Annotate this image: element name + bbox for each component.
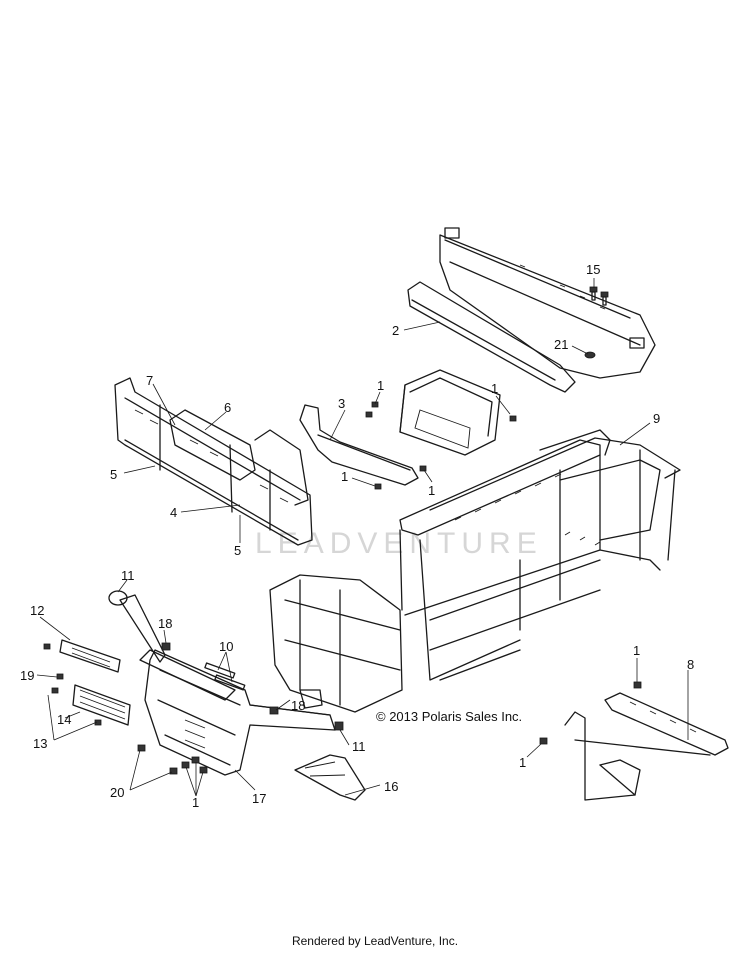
rear-side-frame-8: [564, 692, 729, 801]
main-chassis-frame: [269, 429, 681, 713]
footer-credit: Rendered by LeadVenture, Inc.: [291, 934, 459, 948]
callout-1d: 1: [428, 483, 435, 498]
callout-2: 2: [392, 323, 399, 338]
skid-plate-16: [294, 754, 366, 801]
callout-1f: 1: [633, 643, 640, 658]
seat-base-frame: [299, 369, 501, 486]
callout-20: 20: [110, 785, 124, 800]
fasteners-20-icon: [137, 744, 208, 775]
callout-1g: 1: [519, 755, 526, 770]
callout-6: 6: [224, 400, 231, 415]
left-side-frame: [114, 377, 313, 546]
callout-18b: 18: [291, 698, 305, 713]
callout-9: 9: [653, 411, 660, 426]
callout-3: 3: [338, 396, 345, 411]
callout-13: 13: [33, 736, 47, 751]
callout-1c: 1: [341, 469, 348, 484]
callout-7: 7: [146, 373, 153, 388]
callout-1b: 1: [491, 381, 498, 396]
callout-labels: 15 2 21 7 6 5 5 4 3 1 1 1 1 9 11 12 18 1…: [20, 262, 694, 810]
copyright-text: © 2013 Polaris Sales Inc.: [376, 709, 522, 724]
callout-19: 19: [20, 668, 34, 683]
grille-14: [72, 684, 131, 726]
callout-5b: 5: [234, 543, 241, 558]
callout-11b: 11: [352, 739, 366, 754]
callout-14: 14: [57, 712, 71, 727]
callout-16: 16: [384, 779, 398, 794]
callout-11a: 11: [121, 568, 135, 583]
callout-21: 21: [554, 337, 568, 352]
leader-lines: [36, 278, 689, 797]
callout-17: 17: [252, 791, 266, 806]
callout-5a: 5: [110, 467, 117, 482]
callout-15: 15: [586, 262, 600, 277]
bolt-1-icon: [365, 401, 642, 745]
callout-8: 8: [687, 657, 694, 672]
front-bumper: [108, 590, 336, 776]
grille-12: [59, 639, 121, 673]
screw-13-19-icon: [43, 643, 102, 726]
clip-11-icon: [334, 721, 344, 731]
callout-12: 12: [30, 603, 44, 618]
callout-18a: 18: [158, 616, 172, 631]
watermark-text: LEADVENTURE: [255, 527, 543, 560]
callout-1e: 1: [192, 795, 199, 810]
bolt-15-icon: [589, 286, 609, 306]
rear-cargo-frame: [407, 227, 656, 393]
callout-1a: 1: [377, 378, 384, 393]
callout-10: 10: [219, 639, 233, 654]
bolt-10-icon: [204, 662, 246, 691]
callout-4: 4: [170, 505, 177, 520]
